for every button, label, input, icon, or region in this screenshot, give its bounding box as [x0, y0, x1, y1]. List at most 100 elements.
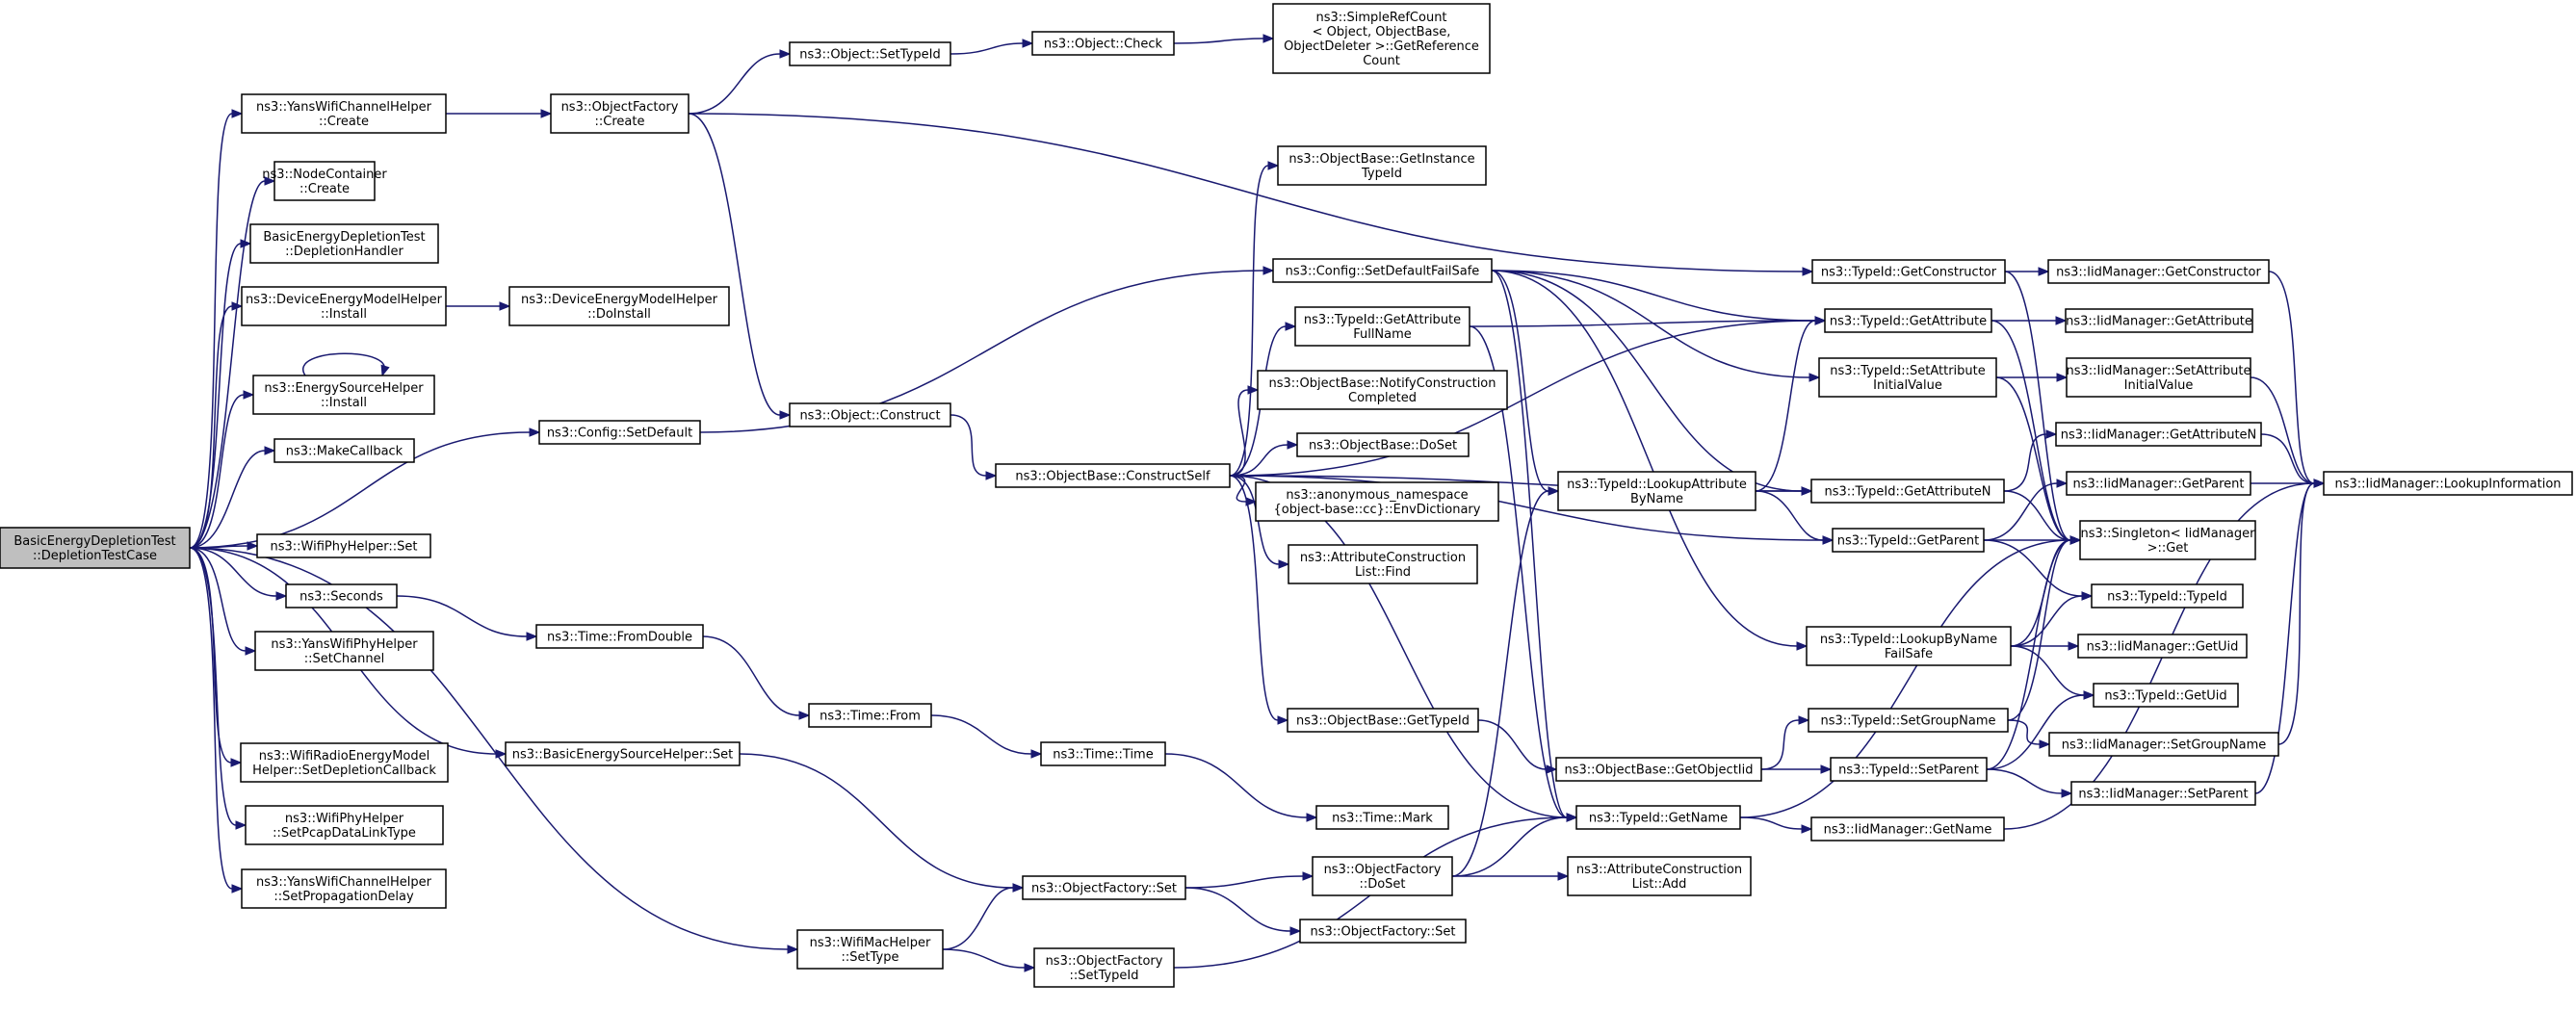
- edge-arrowhead: [1814, 316, 1827, 325]
- node-label: >::Get: [2147, 541, 2189, 556]
- node-of-doset[interactable]: ns3::ObjectFactory::DoSet: [1312, 856, 1453, 896]
- node-tid-setgroupname[interactable]: ns3::TypeId::SetGroupName: [1808, 708, 2009, 733]
- edge-cfg-setdefaultfs-to-tid-getattribute: [1491, 270, 1816, 322]
- node-box: [1830, 757, 1988, 782]
- node-tid-getname[interactable]: ns3::TypeId::GetName: [1575, 805, 1741, 830]
- node-dep-handler[interactable]: BasicEnergyDepletionTest::DepletionHandl…: [249, 223, 439, 264]
- node-box: [1031, 31, 1175, 56]
- edge-root-to-wmh-settype: [189, 547, 789, 950]
- node-label: ns3::DeviceEnergyModelHelper: [246, 293, 443, 307]
- node-obj-check[interactable]: ns3::Object::Check: [1031, 31, 1175, 56]
- node-label: ns3::IidManager::SetAttribute: [2066, 364, 2251, 378]
- edges-layer: [189, 34, 2326, 972]
- edge-arrowhead: [2038, 267, 2050, 276]
- node-box: [240, 742, 449, 783]
- node-singleton-get[interactable]: ns3::Singleton< IidManager>::Get: [2079, 520, 2256, 560]
- node-of-set[interactable]: ns3::ObjectFactory::Set: [1022, 875, 1186, 900]
- node-of-create[interactable]: ns3::ObjectFactory::Create: [550, 93, 690, 134]
- node-box: [1287, 708, 1479, 733]
- node-iid-setattrinit[interactable]: ns3::IidManager::SetAttributeInitialValu…: [2066, 357, 2251, 398]
- node-wph-set[interactable]: ns3::WifiPhyHelper::Set: [256, 533, 431, 558]
- node-iid-getname[interactable]: ns3::IidManager::GetName: [1810, 816, 2005, 842]
- edge-arrowhead: [247, 541, 259, 551]
- node-label: ::SetPcapDataLinkType: [273, 826, 416, 841]
- node-iid-getuid[interactable]: ns3::IidManager::GetUid: [2077, 634, 2248, 659]
- node-ob-constructself[interactable]: ns3::ObjectBase::ConstructSelf: [995, 463, 1231, 488]
- edge-arrowhead: [264, 446, 276, 455]
- edge-arrowhead: [380, 364, 390, 377]
- node-label: ns3::Time::From: [820, 710, 921, 724]
- node-tid-setparent[interactable]: ns3::TypeId::SetParent: [1830, 757, 1988, 782]
- node-label: ns3::TypeId::LookupAttribute: [1567, 478, 1747, 492]
- node-label: ns3::WifiPhyHelper: [285, 812, 404, 826]
- node-box: [2066, 471, 2251, 496]
- node-seconds[interactable]: ns3::Seconds: [285, 583, 398, 609]
- node-wmh-settype[interactable]: ns3::WifiMacHelper::SetType: [796, 929, 944, 970]
- node-tid-typeid[interactable]: ns3::TypeId::TypeId: [2091, 583, 2244, 609]
- edge-arrowhead: [1801, 486, 1813, 496]
- edge-arrowhead: [2313, 479, 2326, 488]
- node-anon-env[interactable]: ns3::anonymous_namespace{object-base::cc…: [1255, 481, 1499, 522]
- node-iid-getattribute[interactable]: ns3::IidManager::GetAttribute: [2065, 308, 2253, 333]
- node-box: [273, 161, 376, 201]
- node-iid-setparent[interactable]: ns3::IidManager::SetParent: [2070, 781, 2256, 806]
- node-box: [1832, 528, 1985, 553]
- node-label: ns3::ObjectFactory: [561, 100, 679, 115]
- node-tid-getattribute[interactable]: ns3::TypeId::GetAttribute: [1824, 308, 1992, 333]
- edge-cfg-setdefaultfs-to-tid-getattrn: [1491, 270, 1803, 492]
- node-iid-lookupinfo[interactable]: ns3::IidManager::LookupInformation: [2323, 471, 2573, 496]
- node-nc-create[interactable]: ns3::NodeContainer::Create: [262, 161, 387, 201]
- edge-arrowhead: [1247, 385, 1260, 395]
- node-time-mark[interactable]: ns3::Time::Mark: [1315, 805, 1449, 830]
- node-ob-doset[interactable]: ns3::ObjectBase::DoSet: [1296, 432, 1470, 457]
- node-of-set2[interactable]: ns3::ObjectFactory::Set: [1299, 919, 1467, 944]
- node-time-from[interactable]: ns3::Time::From: [808, 703, 932, 728]
- node-ob-getobjectiid[interactable]: ns3::ObjectBase::GetObjectIid: [1555, 757, 1762, 782]
- node-ywph-setch[interactable]: ns3::YansWifiPhyHelper::SetChannel: [254, 631, 434, 671]
- node-yans-create[interactable]: ns3::YansWifiChannelHelper::Create: [241, 93, 447, 134]
- node-time-fromdouble[interactable]: ns3::Time::FromDouble: [535, 624, 704, 649]
- node-tid-getuid[interactable]: ns3::TypeId::GetUid: [2093, 683, 2239, 708]
- node-besh-set[interactable]: ns3::BasicEnergySourceHelper::Set: [505, 741, 741, 766]
- node-time-time[interactable]: ns3::Time::Time: [1040, 741, 1166, 766]
- node-label: ns3::ObjectBase::ConstructSelf: [1015, 470, 1210, 484]
- edge-arrowhead: [1302, 871, 1314, 881]
- node-tid-getconstructor[interactable]: ns3::TypeId::GetConstructor: [1811, 259, 2006, 284]
- node-iid-getattrn[interactable]: ns3::IidManager::GetAttributeN: [2055, 422, 2262, 447]
- edge-iid-getconstructor-to-iid-lookupinfo: [2268, 271, 2315, 484]
- node-ob-gettypeid[interactable]: ns3::ObjectBase::GetTypeId: [1287, 708, 1479, 733]
- node-cfg-setdefaultfs[interactable]: ns3::Config::SetDefaultFailSafe: [1272, 258, 1493, 283]
- node-src-getref[interactable]: ns3::SimpleRefCount< Object, ObjectBase,…: [1272, 3, 1491, 74]
- node-wph-pcap[interactable]: ns3::WifiPhyHelper::SetPcapDataLinkType: [245, 805, 444, 845]
- node-ob-notify[interactable]: ns3::ObjectBase::NotifyConstructionCompl…: [1257, 370, 1508, 410]
- node-ywch-prop[interactable]: ns3::YansWifiChannelHelper::SetPropagati…: [241, 868, 447, 909]
- node-obj-settypeid[interactable]: ns3::Object::SetTypeId: [789, 41, 951, 66]
- node-iid-getparent[interactable]: ns3::IidManager::GetParent: [2066, 471, 2251, 496]
- edge-tid-lookupattr-to-tid-getattribute: [1755, 320, 1816, 492]
- node-label: {object-base::cc}::EnvDictionary: [1274, 503, 1481, 517]
- node-tid-getattrn[interactable]: ns3::TypeId::GetAttributeN: [1810, 479, 2005, 504]
- edge-ob-constructself-to-ob-getinstance: [1229, 165, 1269, 477]
- node-of-settypeid[interactable]: ns3::ObjectFactory::SetTypeId: [1033, 947, 1175, 988]
- node-iid-getconstructor[interactable]: ns3::IidManager::GetConstructor: [2047, 259, 2270, 284]
- node-label: InitialValue: [1873, 378, 1942, 393]
- node-root[interactable]: BasicEnergyDepletionTest::DepletionTestC…: [0, 527, 191, 569]
- node-esh-install[interactable]: ns3::EnergySourceHelper::Install: [252, 375, 435, 415]
- node-box: [2077, 634, 2248, 659]
- node-iid-setgroupname[interactable]: ns3::IidManager::SetGroupName: [2048, 732, 2279, 757]
- edge-of-doset-to-tid-lookupattr: [1451, 490, 1549, 877]
- node-obj-construct[interactable]: ns3::Object::Construct: [789, 402, 951, 427]
- node-cfg-setdefault[interactable]: ns3::Config::SetDefault: [538, 420, 701, 445]
- node-demh-install[interactable]: ns3::DeviceEnergyModelHelper::Install: [241, 286, 447, 326]
- node-makecb[interactable]: ns3::MakeCallback: [273, 438, 415, 463]
- node-wrem[interactable]: ns3::WifiRadioEnergyModelHelper::SetDepl…: [240, 742, 449, 783]
- node-demh-doinstall[interactable]: ns3::DeviceEnergyModelHelper::DoInstall: [508, 286, 730, 326]
- node-tid-getparent[interactable]: ns3::TypeId::GetParent: [1832, 528, 1985, 553]
